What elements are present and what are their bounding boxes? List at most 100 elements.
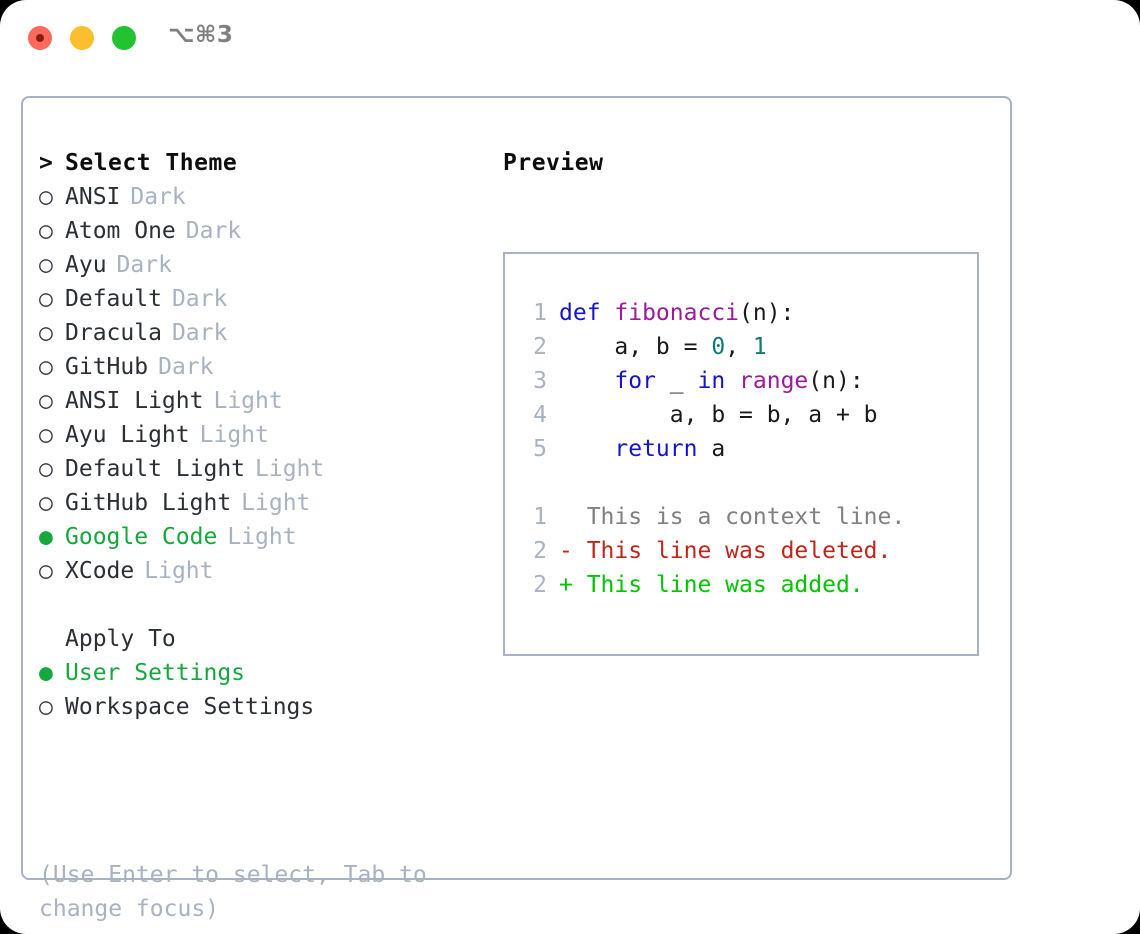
preview-title: Preview	[503, 150, 604, 176]
radio-unselected-icon[interactable]: ○	[39, 422, 53, 448]
diff-line-add: 2+ This line was added.	[517, 568, 977, 602]
theme-name: Default Light	[65, 456, 246, 482]
radio-unselected-icon[interactable]: ○	[39, 388, 53, 414]
theme-variant-badge: Dark	[158, 354, 214, 380]
title-bar: ⌥⌘3	[0, 0, 1140, 78]
keyboard-hint: (Use Enter to select, Tab to change focu…	[39, 862, 441, 922]
code-token: return	[614, 436, 698, 462]
radio-unselected-icon[interactable]: ○	[39, 456, 53, 482]
theme-variant-badge: Dark	[130, 184, 186, 210]
radio-unselected-icon[interactable]: ○	[39, 252, 53, 278]
code-token: def	[559, 300, 615, 326]
theme-variant-badge: Dark	[171, 320, 228, 346]
apply-to-label: Workspace Settings	[65, 694, 315, 720]
caret-icon: >	[39, 150, 53, 176]
theme-name: XCode	[65, 558, 135, 584]
theme-name: GitHub	[65, 354, 149, 380]
theme-variant-badge: Dark	[171, 286, 228, 312]
theme-name: ANSI Light	[65, 388, 204, 414]
theme-name: Google Code	[65, 524, 218, 550]
apply-to-header: Apply To	[39, 622, 489, 656]
diff-line-del: 2- This line was deleted.	[517, 534, 977, 568]
theme-variant-badge: Dark	[116, 252, 172, 278]
code-token: range	[739, 368, 809, 394]
code-token: (n):	[808, 368, 864, 394]
maximize-window-button[interactable]	[112, 26, 136, 50]
theme-name: Ayu Light	[65, 422, 190, 448]
diff-text: This is a context line.	[586, 504, 906, 530]
close-window-button[interactable]	[28, 26, 52, 50]
code-line: 3 for _ in range(n):	[517, 364, 977, 398]
code-token: (n):	[739, 300, 795, 326]
theme-name: Atom One	[65, 218, 176, 244]
line-number: 1	[533, 504, 547, 530]
radio-unselected-icon[interactable]: ○	[39, 354, 53, 380]
apply-to-list: ● User Settings ○ Workspace Settings	[39, 656, 489, 724]
diff-text: This line was added.	[586, 572, 864, 598]
code-diff-separator	[517, 466, 977, 500]
theme-name: Ayu	[65, 252, 107, 278]
theme-list-item[interactable]: ○ Ayu Light Light	[39, 418, 489, 452]
diff-marker: -	[559, 538, 587, 564]
theme-list-item[interactable]: ○ Ayu Dark	[39, 248, 489, 282]
diff-marker: +	[559, 572, 587, 598]
radio-unselected-icon[interactable]: ○	[39, 694, 53, 720]
radio-unselected-icon[interactable]: ○	[39, 490, 53, 516]
apply-to-label: User Settings	[65, 660, 246, 686]
theme-list-item[interactable]: ○ ANSI Dark	[39, 180, 489, 214]
code-token: ,	[725, 334, 753, 360]
minimize-window-button[interactable]	[70, 26, 94, 50]
code-token	[559, 368, 614, 394]
theme-variant-badge: Light	[241, 490, 311, 516]
line-number: 2	[533, 538, 547, 564]
apply-to-item[interactable]: ○ Workspace Settings	[39, 690, 489, 724]
code-token: 0	[711, 334, 726, 360]
theme-name: Default	[65, 286, 162, 312]
radio-unselected-icon[interactable]: ○	[39, 558, 53, 584]
theme-variant-badge: Light	[199, 422, 269, 448]
diff-sample: 1 This is a context line.2- This line wa…	[517, 500, 977, 602]
keyboard-shortcut-label: ⌥⌘3	[168, 22, 234, 48]
radio-unselected-icon[interactable]: ○	[39, 286, 53, 312]
apply-to-item[interactable]: ● User Settings	[39, 656, 489, 690]
code-token: a, b = b, a + b	[559, 402, 878, 428]
diff-line-ctx: 1 This is a context line.	[517, 500, 977, 534]
line-number: 5	[533, 436, 547, 462]
radio-selected-icon[interactable]: ●	[39, 524, 53, 550]
line-number: 4	[533, 402, 547, 428]
theme-list-item[interactable]: ○ GitHub Dark	[39, 350, 489, 384]
code-token: in	[697, 368, 726, 394]
code-token: a, b =	[559, 334, 712, 360]
theme-name: ANSI	[65, 184, 121, 210]
radio-selected-icon[interactable]: ●	[39, 660, 53, 686]
apply-to-title: Apply To	[65, 626, 176, 652]
code-token: for	[614, 368, 656, 394]
line-number: 2	[533, 334, 547, 360]
radio-unselected-icon[interactable]: ○	[39, 218, 53, 244]
line-number: 1	[533, 300, 547, 326]
radio-unselected-icon[interactable]: ○	[39, 184, 53, 210]
code-line: 2 a, b = 0, 1	[517, 330, 977, 364]
code-token	[559, 436, 614, 462]
radio-unselected-icon[interactable]: ○	[39, 320, 53, 346]
theme-list-item[interactable]: ○ Default Dark	[39, 282, 489, 316]
diff-text: This line was deleted.	[586, 538, 892, 564]
theme-picker-header: > Select Theme	[39, 146, 489, 180]
code-token: a	[697, 436, 726, 462]
theme-list-item[interactable]: ○ XCode Light	[39, 554, 489, 588]
code-line: 5 return a	[517, 432, 977, 466]
theme-variant-badge: Light	[144, 558, 214, 584]
